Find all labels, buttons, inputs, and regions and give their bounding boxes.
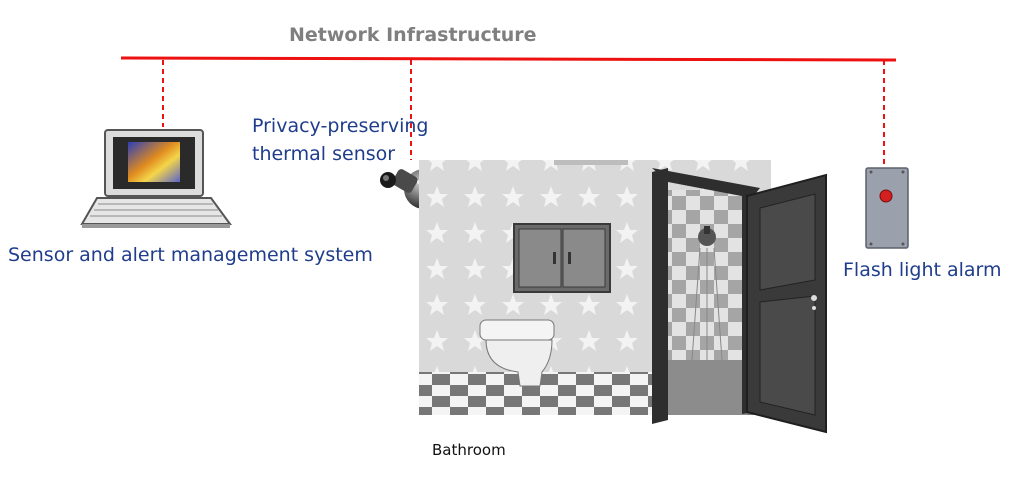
bathroom-illustration	[419, 160, 827, 434]
network-bus	[120, 56, 897, 166]
management-system-label: Sensor and alert management system	[8, 244, 373, 266]
thermal-sensor-label-line2: thermal sensor	[252, 143, 396, 165]
thermal-sensor-label-line1: Privacy-preserving	[252, 115, 429, 137]
laptop-icon	[80, 129, 232, 228]
bathroom-label: Bathroom	[432, 441, 506, 459]
flash-alarm-icon	[865, 167, 909, 249]
network-infrastructure-title: Network Infrastructure	[289, 24, 537, 46]
thermal-sensor-label: Privacy-preserving thermal sensor	[252, 112, 428, 168]
flash-alarm-label: Flash light alarm	[843, 259, 1002, 281]
